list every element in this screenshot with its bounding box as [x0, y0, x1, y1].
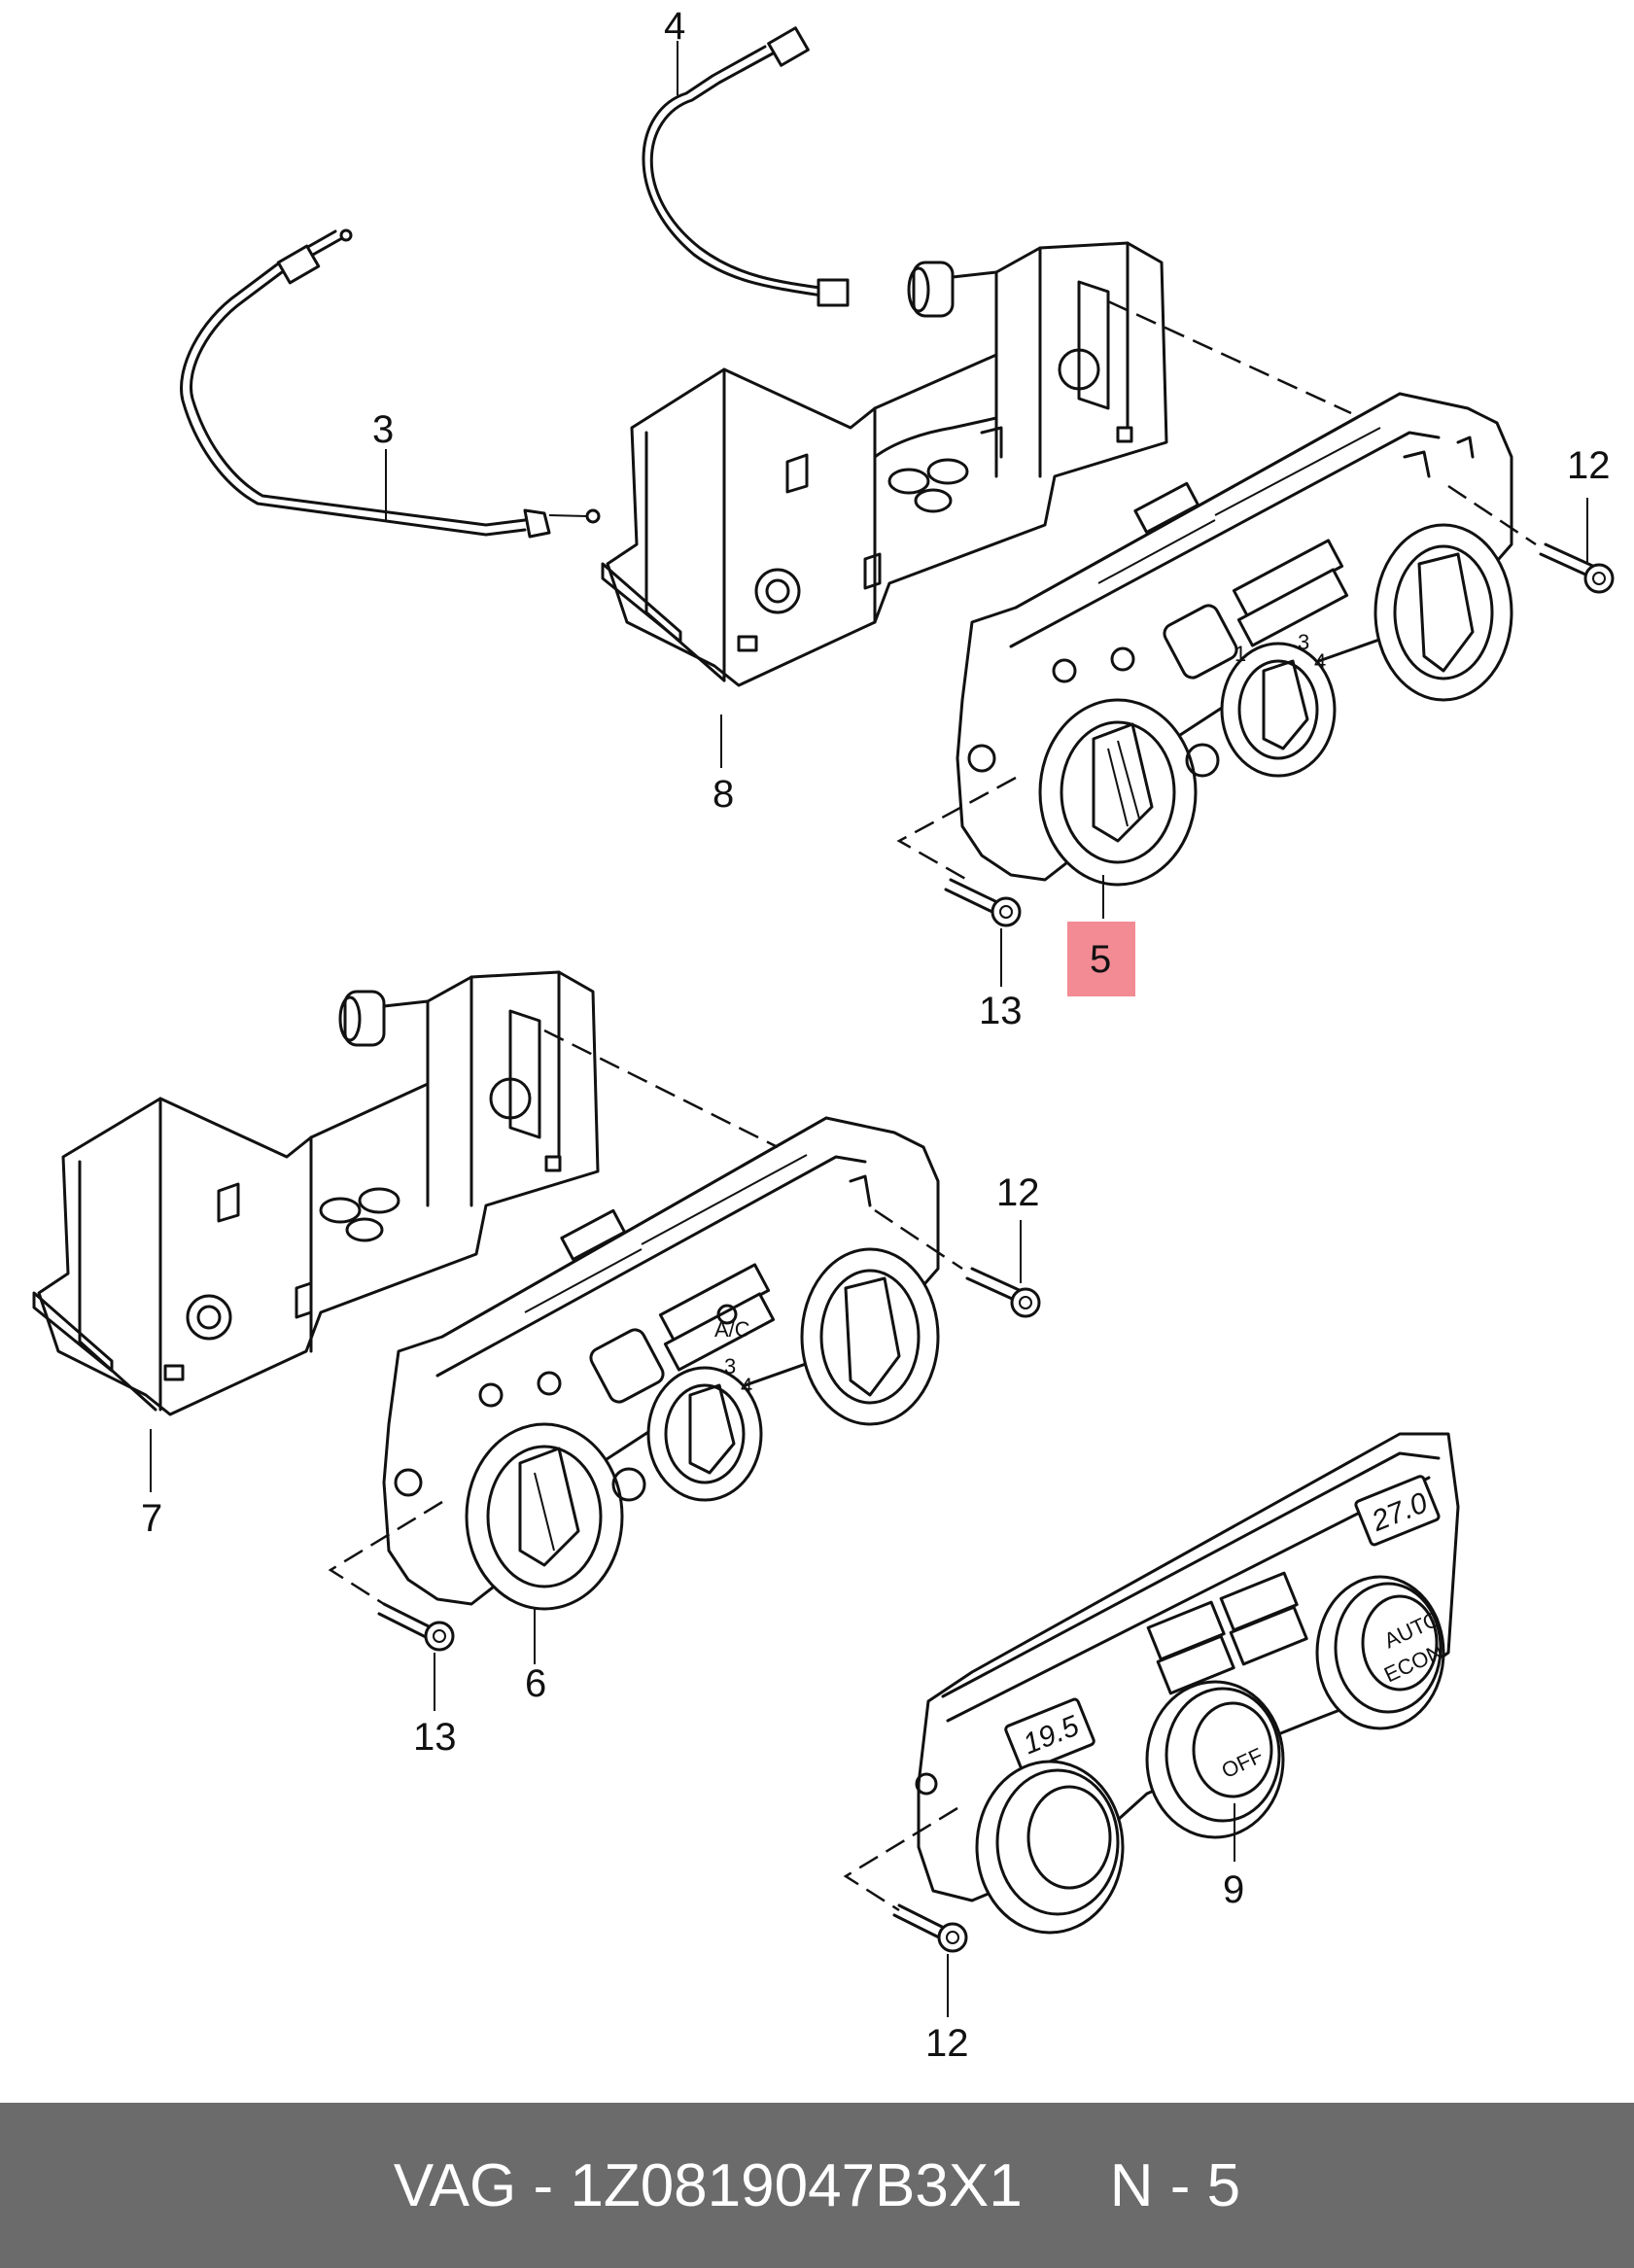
control-unit-part-5: 3 4 1	[956, 392, 1513, 887]
cable-part-4	[642, 26, 850, 307]
part-info-footer: VAG - 1Z0819047B3X1 N - 5	[0, 2103, 1634, 2268]
bracket-part-8	[601, 241, 1168, 687]
leader-lines	[150, 41, 1588, 2017]
screw-12-bottom	[892, 1903, 968, 1953]
callout-13-top: 13	[979, 990, 1023, 1032]
assembly-lines	[328, 299, 1537, 1912]
callout-7: 7	[141, 1497, 162, 1540]
callout-12-bottom: 12	[925, 2022, 969, 2065]
climatronic-unit-part-9: 19.5 27.0 OFF AUTO ECON	[915, 1432, 1460, 1935]
svg-text:4: 4	[741, 1374, 752, 1398]
svg-text:3: 3	[724, 1354, 736, 1378]
control-unit-part-6: 3 4 A/C	[382, 1116, 940, 1611]
parts-diagram: 3 4 1	[32, 5, 1615, 2065]
callout-6: 6	[525, 1662, 546, 1705]
callout-12-middle: 12	[996, 1171, 1040, 1214]
callout-9: 9	[1223, 1868, 1244, 1911]
position-number: N - 5	[1109, 2151, 1241, 2219]
callout-8: 8	[713, 773, 734, 816]
callout-labels: 4 3 8 5 12 13 7 6 12 13 9 12	[141, 5, 1611, 2065]
callout-5: 5	[1090, 938, 1111, 981]
screw-13-bottom	[377, 1602, 455, 1652]
part-number: VAG - 1Z0819047B3X1	[393, 2151, 1023, 2219]
screw-12-top	[1539, 542, 1615, 594]
callout-12-top: 12	[1567, 444, 1611, 487]
cable-part-3	[180, 228, 601, 539]
callout-3: 3	[372, 408, 394, 451]
callout-13-bottom: 13	[413, 1716, 457, 1759]
callout-4: 4	[664, 5, 685, 48]
svg-text:4: 4	[1314, 649, 1326, 674]
bracket-part-7	[32, 970, 600, 1416]
svg-text:3: 3	[1298, 630, 1309, 654]
svg-text:1: 1	[1234, 642, 1246, 666]
highlight-box	[1067, 922, 1135, 996]
screw-12-middle	[965, 1267, 1041, 1318]
screw-13-top	[944, 878, 1022, 927]
